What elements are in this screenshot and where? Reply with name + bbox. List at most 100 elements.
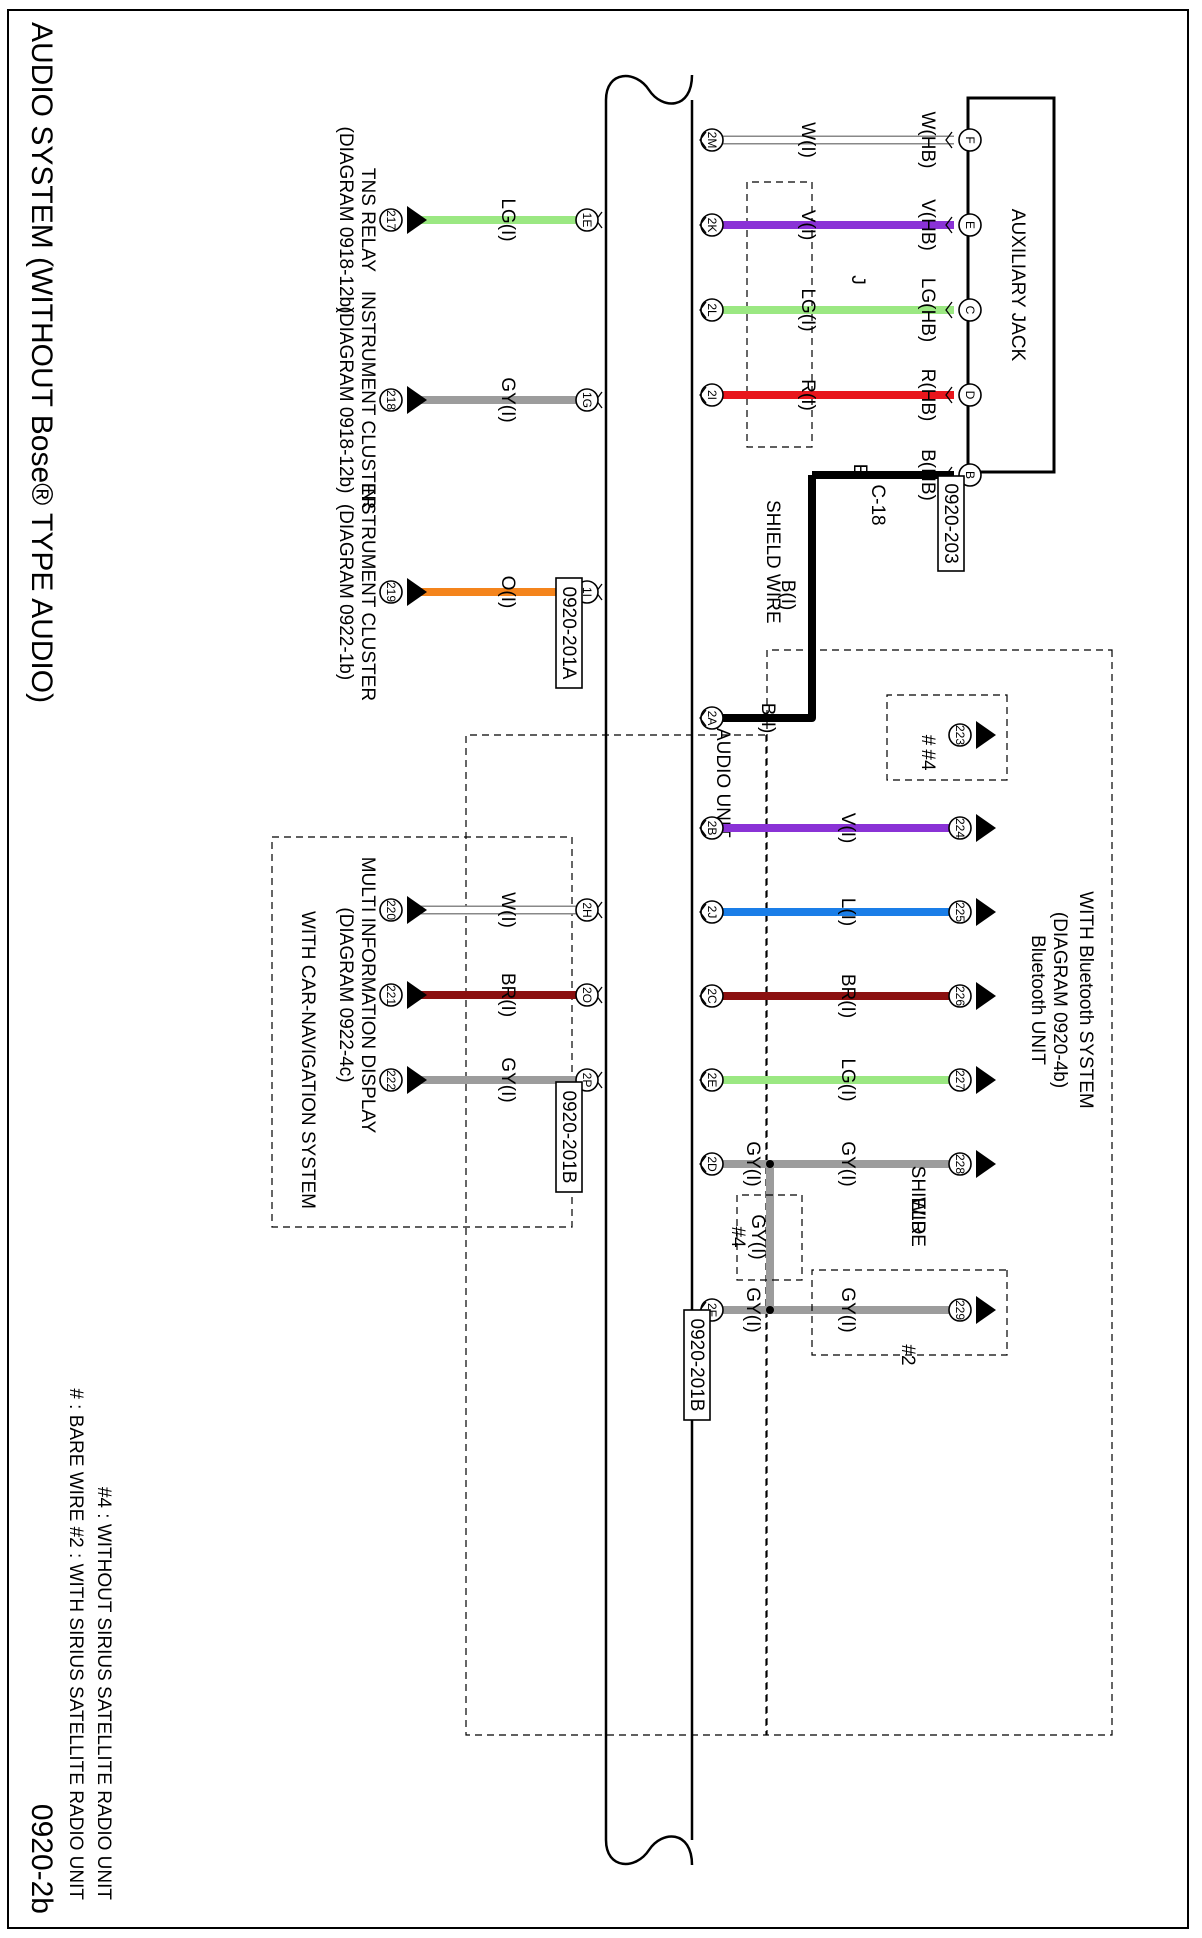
- bt-gy-junction-1: [766, 1160, 774, 1168]
- bt-unit-caption-0: Bluetooth UNIT: [1027, 935, 1048, 1065]
- aux-pin-au-1-circle: [700, 213, 724, 237]
- top-ground-1: 218: [384, 390, 398, 410]
- top-caption-0-0: TNS RELAY: [357, 168, 378, 273]
- bluetooth-dashed-box: [766, 649, 1113, 1736]
- top-caption-1-0: INSTRUMENT CLUSTER: [357, 291, 378, 509]
- aux-pin-jack-2: C: [963, 306, 977, 315]
- audio-unit-left-break: [604, 74, 694, 105]
- aux-pin-jack-0-circle: [958, 128, 982, 152]
- aux-jack-chevron-0: [945, 131, 953, 149]
- audio-unit-dashed-box: [465, 734, 767, 1736]
- bt-ground-5-circle: [948, 1298, 972, 1322]
- aux-wire-au-label-4: B(I): [757, 703, 778, 734]
- aux-jack-chevron-2: [945, 301, 953, 319]
- c18-pin-label: E: [849, 464, 870, 477]
- bt-ground-4: 228: [953, 1154, 967, 1174]
- aux-wire-hb-label-3: R(HB): [917, 369, 938, 422]
- top-pin-2: 1I: [580, 587, 594, 597]
- bt-pin-2: 2C: [705, 988, 719, 1004]
- connector-201b-top: 0920-201B: [558, 1091, 579, 1184]
- bt-pin-3: 2E: [705, 1073, 719, 1088]
- aux-pin-jack-3: D: [963, 391, 977, 400]
- shield-box-aux: [746, 181, 813, 448]
- top-wire-label-0: LG(I): [497, 198, 518, 241]
- aux-pin-au-2: 2L: [705, 303, 719, 317]
- aux-pin-au-1: 2K: [705, 218, 719, 233]
- top-caption-1-1: (DIAGRAM 0918-12b): [335, 307, 356, 494]
- aux-pin-jack-3-circle: [958, 383, 982, 407]
- aux-black-junction: [808, 714, 816, 722]
- aux-chevron-2: [699, 301, 707, 319]
- bt-bare-box: [886, 694, 1008, 781]
- bt-wire-label-4: GY(I): [837, 1141, 858, 1186]
- aux-pin-jack-0: F: [963, 136, 977, 143]
- bt-ground-3-circle: [948, 1068, 972, 1092]
- top-ground-1-triangle: [407, 386, 427, 414]
- nav-pin-1-circle: [575, 983, 599, 1007]
- aux-chevron-3: [699, 386, 707, 404]
- connector-201a-box: [555, 577, 583, 689]
- bt-pin-3-circle: [700, 1068, 724, 1092]
- wire-layer: [417, 135, 966, 1314]
- top-caption-2-0: INSTRUMENT CLUSTER: [357, 483, 378, 701]
- aux-pin-jack-1-circle: [958, 213, 982, 237]
- bt-note4-label: #4: [727, 1226, 748, 1248]
- bt-note2-label: #2: [897, 1344, 918, 1365]
- bt-ground-1-circle: [948, 900, 972, 924]
- aux-chevron-0: [699, 131, 707, 149]
- bt-bare-label: #: [917, 735, 938, 746]
- bt-chevron-1: [699, 903, 707, 921]
- bt-ground-4-circle: [948, 1152, 972, 1176]
- bt-chevron-4: [699, 1155, 707, 1173]
- bt-ground-1-triangle: [976, 898, 996, 926]
- top-ground-2-circle: [379, 580, 403, 604]
- nav-ground-1-circle: [379, 983, 403, 1007]
- connector-201b-top-box: [555, 1081, 583, 1193]
- top-pin-1-circle: [575, 388, 599, 412]
- page-number: 0920-2b: [25, 1804, 58, 1914]
- bt-ground-0-circle: [948, 816, 972, 840]
- top-ground-1-circle: [379, 388, 403, 412]
- bt-note4-box: [736, 1194, 803, 1281]
- aux-chevron-4: [699, 709, 707, 727]
- aux-shield-label: SHIELD WIRE: [762, 500, 783, 624]
- audio-unit-right-break: [604, 1835, 694, 1866]
- bt-unit-caption-1: (DIAGRAM 0920-4b): [1049, 912, 1070, 1088]
- top-wire-label-1: GY(I): [497, 377, 518, 422]
- bt-shield-label-1: WIRE: [907, 1197, 928, 1247]
- bt-gy-junction-2: [766, 1306, 774, 1314]
- page-title: AUDIO SYSTEM (WITHOUT Bose® TYPE AUDIO): [25, 22, 58, 703]
- top-pin-1: 1G: [580, 392, 594, 408]
- page-border: [7, 9, 1189, 1929]
- bt-shield-label-0: SHIELD: [907, 1166, 928, 1235]
- aux-pin-au-0: 2M: [705, 132, 719, 149]
- nav-ground-1: 221: [384, 985, 398, 1005]
- connector-201a: 0920-201A: [558, 587, 579, 680]
- aux-pin-jack-4: B: [963, 471, 977, 479]
- bt-bare-note4: #4: [917, 749, 938, 771]
- aux-jack-label: AUXILIARY JACK: [1007, 209, 1028, 362]
- bt-wire-label-5: GY(I): [837, 1287, 858, 1332]
- aux-pin-jack-2-circle: [958, 298, 982, 322]
- auxiliary-jack-box: [966, 96, 1056, 474]
- audio-unit-label: AUDIO UNIT: [712, 728, 733, 838]
- nav-ground-0: 220: [384, 900, 398, 920]
- bt-wire-au-label-4: GY(I): [742, 1141, 763, 1186]
- nav-pin-0-circle: [575, 898, 599, 922]
- aux-wire-hb-label-2: LG(HB): [917, 278, 938, 342]
- aux-pin-au-4-circle: [700, 706, 724, 730]
- connector-201b-bottom-box: [683, 1309, 711, 1421]
- bt-pin-1-circle: [700, 900, 724, 924]
- bt-pin-4: 2D: [705, 1156, 719, 1172]
- bt-wire-label-2: BR(I): [837, 974, 858, 1018]
- aux-wire-hb-label-1: V(HB): [917, 199, 938, 251]
- bt-chevron-3: [699, 1071, 707, 1089]
- bt-ground-0-triangle: [976, 814, 996, 842]
- bt-ground-5: 229: [953, 1300, 967, 1320]
- car-nav-dashed-box: [271, 836, 573, 1228]
- nav-wire-label-0: W(I): [497, 892, 518, 928]
